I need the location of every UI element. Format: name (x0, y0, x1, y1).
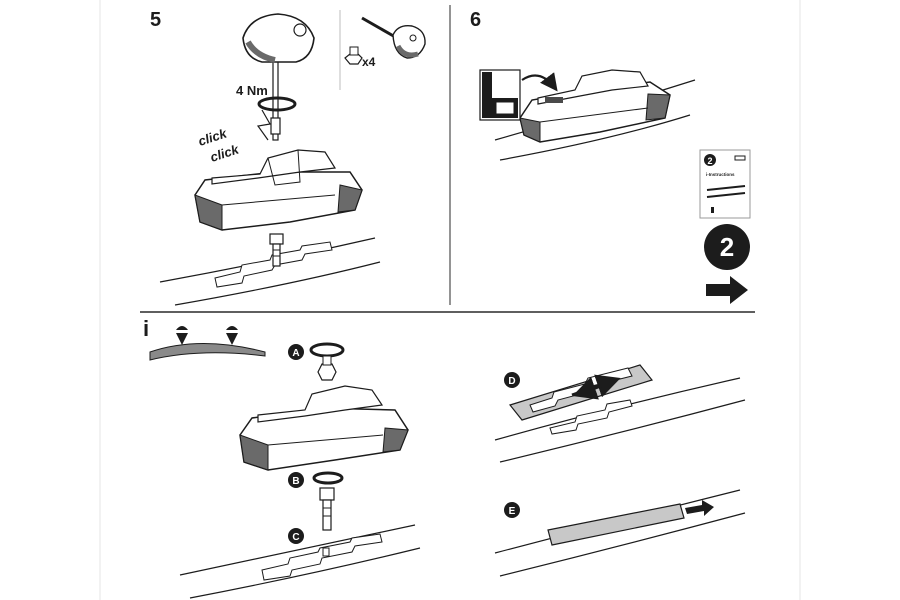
t-handle-key-icon (361, 16, 426, 59)
marker-a (288, 344, 304, 360)
marker-a-label: A (292, 348, 299, 359)
roof-profile-icon (149, 326, 266, 361)
marker-e-label: E (509, 506, 516, 517)
step-5-number: 5 (150, 9, 161, 31)
cover-slot (545, 97, 563, 103)
booklet-title: i-Instructions (706, 172, 735, 177)
booklet-number: 2 (707, 156, 712, 166)
rotation-arrow-a-icon (309, 342, 345, 358)
marker-b (288, 472, 304, 488)
next-booklet: 2 i-Instructions (699, 149, 751, 219)
roof-rack-foot-info (239, 385, 409, 471)
roof-line-lower-d (499, 399, 746, 463)
rail-slot-plate-d (549, 399, 633, 435)
hex-key-tool (242, 13, 315, 141)
quantity-label: x4 (362, 55, 376, 69)
nut-a-icon (317, 355, 337, 381)
next-step-badge (704, 224, 750, 270)
step-5-panel: 5 click click (150, 9, 426, 306)
click-label-bottom: click (208, 141, 241, 164)
marker-b-label: B (292, 476, 299, 487)
marker-e (504, 502, 520, 518)
roof-line-upper-c (179, 524, 416, 576)
next-step-number: 2 (720, 232, 734, 262)
marker-c (288, 528, 304, 544)
roof-rack-foot-6 (519, 69, 671, 143)
nut-icon (344, 46, 363, 65)
rail-bolt-hole (322, 547, 330, 557)
push-arrow-icon (685, 500, 714, 516)
info-icon: i (143, 316, 149, 341)
info-panel: i A B (143, 316, 746, 599)
next-arrow-icon (706, 276, 748, 304)
rail-slot-plate-c (261, 533, 383, 581)
marker-d (504, 372, 520, 388)
roof-line-lower-6 (499, 114, 691, 161)
cover-cap-icon (479, 69, 521, 121)
marker-d-label: D (508, 376, 515, 387)
roof-line-lower-c (189, 547, 421, 599)
rail-cover-strip (547, 503, 685, 546)
slide-arrow-left-icon (572, 376, 605, 400)
rotation-arrow-icon (257, 96, 297, 112)
roof-rack-foot (194, 149, 363, 231)
rotation-arrow-b-icon (312, 471, 344, 485)
bolt-icon (269, 233, 284, 267)
roof-line-lower-e (499, 512, 746, 577)
torque-value: 4 Nm (236, 83, 268, 98)
click-burst-icon (256, 109, 271, 141)
bolt-b-icon (319, 487, 335, 531)
step-6-panel: 6 2 i-Instructions (470, 9, 751, 304)
marker-c-label: C (292, 532, 299, 543)
step-6-number: 6 (470, 9, 481, 31)
roof-line-lower (174, 261, 381, 306)
insert-arrow-icon (521, 72, 558, 92)
